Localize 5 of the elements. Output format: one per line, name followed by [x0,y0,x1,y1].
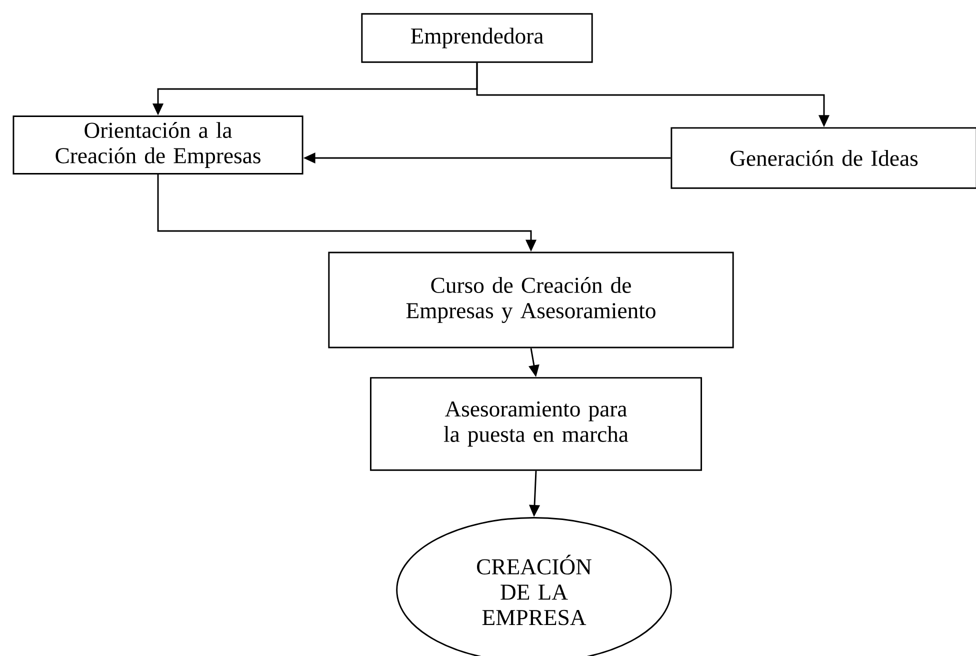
process-box: Asesoramiento para la puesta en marcha [370,377,702,471]
process-box: Generación de Ideas [670,127,976,189]
process-box: Orientación a la Creación de Empresas [12,116,304,174]
process-box: Curso de Creación de Empresas y Asesoramiento [328,252,734,348]
process-box: Emprendedora [361,13,593,63]
